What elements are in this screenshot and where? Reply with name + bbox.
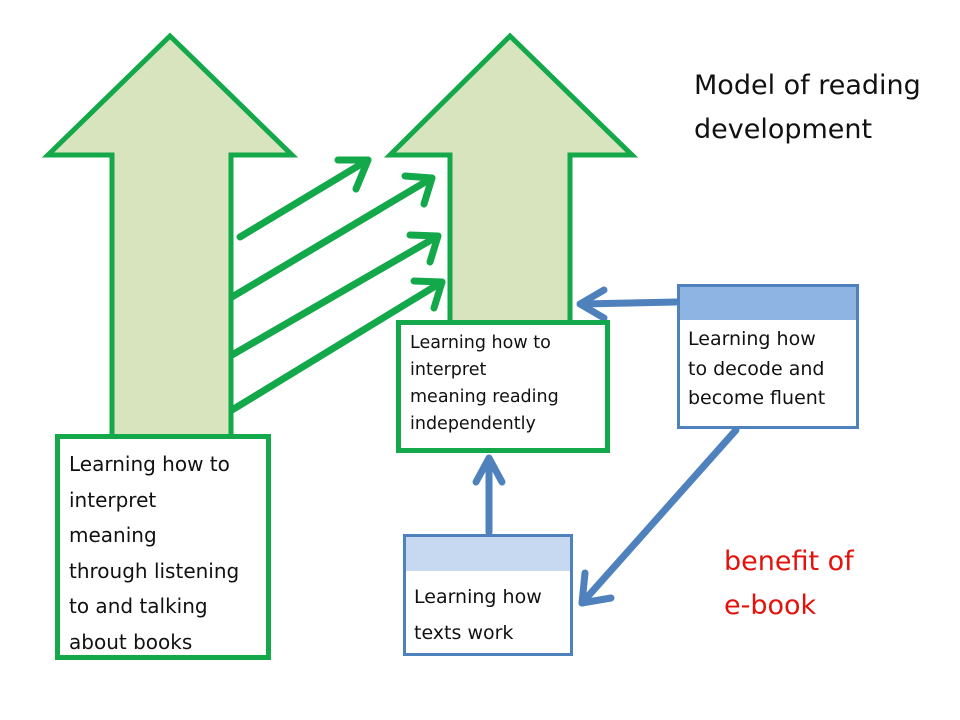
transfer-arrow-2 <box>228 172 436 301</box>
box-listening-line: Learning how to <box>69 452 230 476</box>
decode-to-texts-arrow <box>578 426 740 607</box>
box-texts-line: Learning how <box>414 586 542 608</box>
box-listening-line: interpret <box>69 487 157 512</box>
title-line: Model of reading <box>694 70 921 101</box>
box-listening: Learning how to interpret meaning throug… <box>55 434 271 660</box>
box-texts-header <box>403 534 573 575</box>
benefit-label: benefit of e-book <box>724 540 854 628</box>
box-texts-line: texts work <box>414 622 514 644</box>
box-decode-line: Learning how <box>688 328 816 350</box>
box-independent-line: interpret <box>410 360 487 380</box>
transfer-arrow-4 <box>228 277 446 414</box>
box-listening-line: to and talking <box>69 594 208 618</box>
box-listening-line: meaning <box>69 523 157 547</box>
box-listening-line: through listening <box>69 558 240 583</box>
box-decode: Learning how to decode and become fluent <box>677 320 859 429</box>
diagram-title: Model of reading development <box>694 64 921 152</box>
title-line: development <box>694 114 873 145</box>
transfer-arrow-3 <box>228 231 442 359</box>
box-independent-line: Learning how to <box>410 333 551 353</box>
box-decode-line: to decode and <box>688 357 825 380</box>
texts-to-independent-arrow <box>472 454 506 536</box>
box-decode-header <box>677 284 859 324</box>
box-texts: Learning how texts work <box>403 571 573 656</box>
box-independent-line: meaning reading <box>410 387 559 407</box>
box-independent-line: independently <box>410 414 536 434</box>
benefit-line: e-book <box>724 590 817 621</box>
benefit-line: benefit of <box>724 546 854 577</box>
box-independent: Learning how to interpret meaning readin… <box>396 320 610 453</box>
left-up-arrow <box>41 32 299 443</box>
transfer-arrow-1 <box>236 156 372 241</box>
decode-to-center-arrow <box>576 286 680 322</box>
box-decode-line: become fluent <box>688 387 826 409</box>
box-listening-line: about books <box>69 629 193 654</box>
